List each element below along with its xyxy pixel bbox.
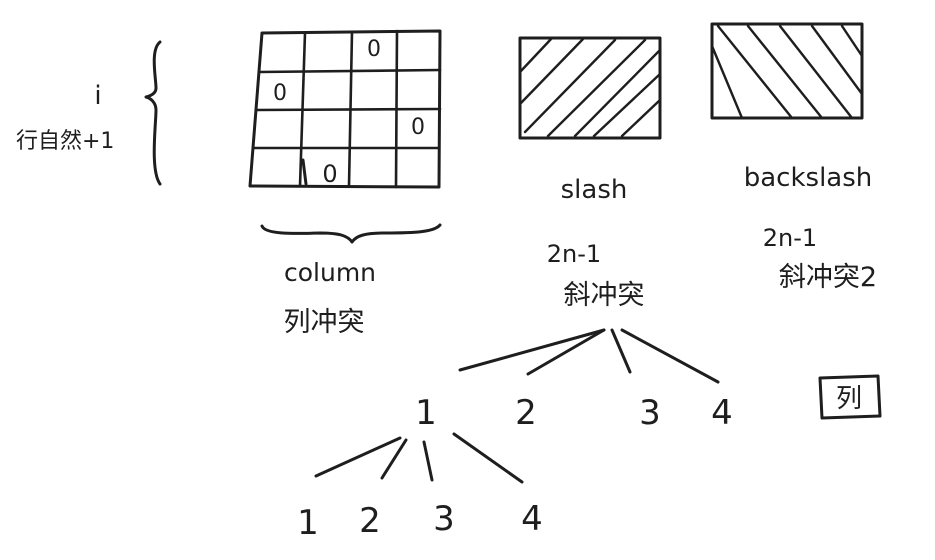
slash-box: slash 2n-1 斜冲突 <box>518 36 662 311</box>
tree-node-l1-1: 1 <box>415 393 437 433</box>
slash-count: 2n-1 <box>547 240 601 268</box>
column-brace <box>260 223 442 244</box>
boxed-label: 列 <box>818 374 882 420</box>
row-index-label: i <box>94 81 101 111</box>
column-caption-cn: 列冲突 <box>284 307 365 338</box>
queen-row-3: 0 <box>411 115 425 140</box>
slash-caption: slash <box>561 175 628 205</box>
row-note: i 行自然+1 <box>16 40 162 186</box>
tree-node-l2-4: 4 <box>521 499 543 539</box>
tree-node-l2-2: 2 <box>359 501 381 541</box>
boxed-label-outline <box>818 374 882 420</box>
backslash-box-outline <box>710 22 864 120</box>
row-brace <box>144 40 162 186</box>
queen-row-4: 0 <box>322 160 337 188</box>
search-tree: 1 2 3 4 1 2 3 4 <box>297 328 733 543</box>
root-branches <box>458 328 720 384</box>
row-note-label: 行自然+1 <box>16 129 114 154</box>
slash-caption-cn: 斜冲突 <box>564 280 645 311</box>
column-grid: 0 0 0 0 column 列冲突 <box>248 29 442 338</box>
backslash-caption-cn: 斜冲突2 <box>779 262 877 293</box>
queen-row-1: 0 <box>367 37 381 62</box>
queen-row-4-stroke <box>301 158 308 186</box>
backslash-caption: backslash <box>744 163 873 193</box>
tree-node-l2-3: 3 <box>433 499 455 539</box>
column-caption: column <box>284 258 376 287</box>
grid-outline <box>248 29 442 189</box>
grid-lines <box>251 29 442 189</box>
tree-node-l2-1: 1 <box>297 503 319 543</box>
backslash-hatching <box>710 24 864 120</box>
slash-box-outline <box>518 36 662 140</box>
backslash-count: 2n-1 <box>763 224 817 252</box>
child-branches <box>314 432 524 484</box>
tree-node-l1-4: 4 <box>711 393 733 433</box>
slash-hatching <box>518 36 662 138</box>
backslash-box: backslash 2n-1 斜冲突2 <box>710 22 877 293</box>
tree-node-l1-2: 2 <box>515 393 537 433</box>
tree-node-l1-3: 3 <box>639 393 661 433</box>
queen-row-2: 0 <box>273 81 287 106</box>
boxed-label-text: 列 <box>836 384 862 414</box>
